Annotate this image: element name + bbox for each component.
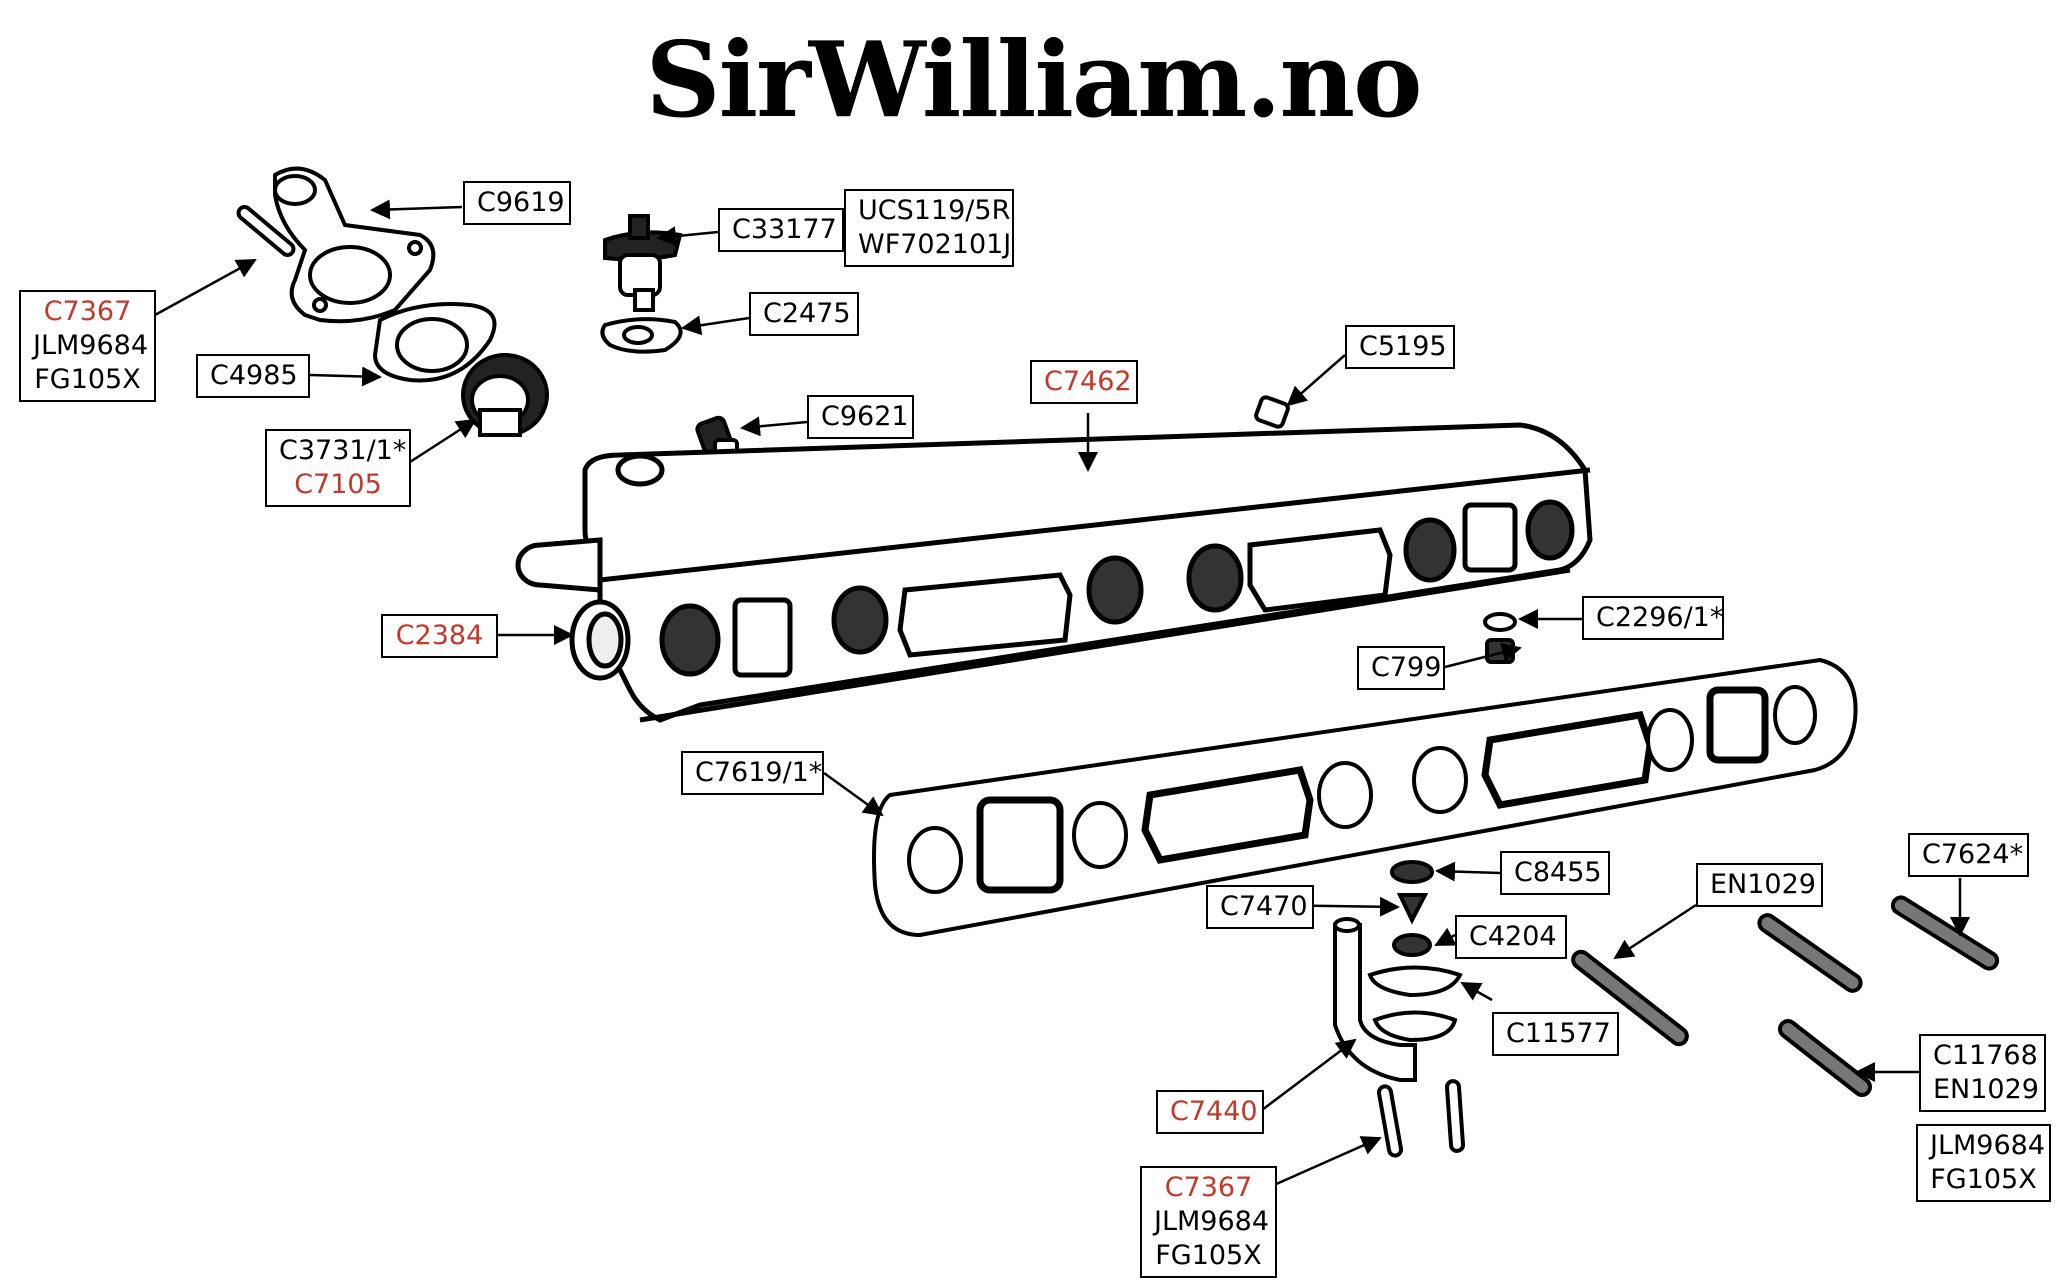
label-c2296: C2296/1*: [1582, 596, 1724, 640]
label-c7624: C7624*: [1908, 833, 2029, 877]
label-c2384: C2384: [381, 614, 498, 658]
label-c7470: C7470: [1206, 885, 1314, 929]
label-c8455: C8455: [1500, 851, 1610, 895]
label-c7367-bottom: C7367 JLM9684 FG105X: [1140, 1166, 1277, 1278]
label-c799: C799: [1357, 646, 1445, 690]
bypass-pipe-assembly: [1333, 860, 1463, 1082]
label-ucs119: UCS119/5R WF702101J: [844, 189, 1014, 267]
label-c7440: C7440: [1156, 1090, 1264, 1134]
label-c9619: C9619: [463, 181, 571, 225]
label-en1029: EN1029: [1696, 863, 1823, 907]
label-c5195: C5195: [1345, 325, 1455, 369]
label-c7619: C7619/1*: [681, 751, 824, 795]
label-c33177: C33177: [718, 208, 844, 252]
label-c9621: C9621: [807, 395, 914, 439]
label-c7367-top: C7367 JLM9684 FG105X: [19, 290, 156, 402]
label-jlm-right: JLM9684 FG105X: [1916, 1124, 2051, 1202]
small-plug: [1254, 395, 1290, 429]
label-c11577: C11577: [1492, 1012, 1619, 1056]
label-c4985: C4985: [196, 354, 310, 398]
label-c7462: C7462: [1030, 360, 1138, 404]
housing-gasket: [372, 302, 497, 383]
water-manifold: [515, 422, 1593, 723]
temperature-switch: [603, 214, 683, 312]
label-c4204: C4204: [1455, 915, 1567, 959]
label-c2475: C2475: [749, 292, 859, 336]
manifold-gasket: [872, 657, 1858, 938]
switch-gasket: [600, 317, 683, 354]
thermostat: [461, 353, 549, 437]
studs: [1376, 895, 2000, 1158]
thermostat-housing-elbow: [273, 166, 436, 324]
label-c3731: C3731/1* C7105: [265, 429, 411, 507]
label-c11768: C11768 EN1029: [1919, 1034, 2046, 1112]
site-title: SirWilliam.no: [645, 18, 1422, 141]
dowel-pin-top: [236, 205, 296, 257]
